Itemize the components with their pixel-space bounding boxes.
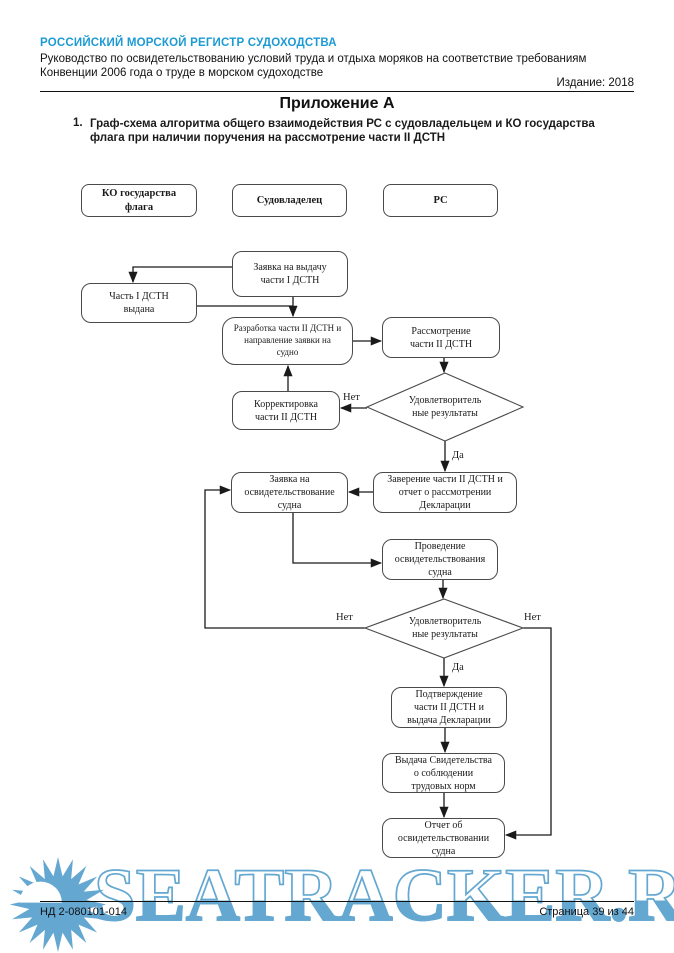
page-title: Приложение А — [279, 95, 395, 112]
node-develop-part2: Разработка части II ДСТН и направление з… — [222, 317, 353, 365]
doc-title: Руководство по освидетельствованию услов… — [40, 53, 587, 80]
lane-flag-state-org: КО государства флага — [81, 184, 197, 217]
edition-label: Издание: 2018 — [556, 77, 634, 89]
decision-2-label: Удовлетворитель ные результаты — [408, 615, 482, 641]
node-issue-certificate: Выдача Свидетельства о соблюдении трудов… — [382, 753, 505, 793]
node-part1-issued: Часть I ДСТН выдана — [81, 283, 197, 323]
edge-label-no: Нет — [336, 612, 353, 623]
org-name: РОССИЙСКИЙ МОРСКОЙ РЕГИСТР СУДОХОДСТВА — [40, 37, 337, 49]
decision-diamond-1 — [365, 372, 525, 442]
edge-label-no: Нет — [524, 612, 541, 623]
edge-label-no: Нет — [343, 392, 360, 403]
decision-diamond-2 — [363, 598, 525, 659]
node-correct-part2: Корректировка части II ДСТН — [232, 391, 340, 430]
footer-page-number: Страница 39 из 44 — [539, 906, 634, 918]
node-review-part2: Рассмотрение части II ДСТН — [382, 317, 500, 358]
node-survey-application: Заявка на освидетельствование судна — [231, 472, 348, 513]
header-divider — [40, 91, 634, 92]
lane-rs: РС — [383, 184, 498, 217]
lane-shipowner: Судовладелец — [232, 184, 347, 217]
footer-divider — [40, 901, 634, 902]
list-item: 1. Граф-схема алгоритма общего взаимодей… — [73, 117, 613, 145]
node-survey-report: Отчет об освидетельствовании судна — [382, 818, 505, 858]
node-application-part1: Заявка на выдачу части I ДСТН — [232, 251, 348, 297]
list-item-number: 1. — [73, 117, 83, 129]
node-conduct-survey: Проведение освидетельствования судна — [382, 539, 498, 580]
decision-1-label: Удовлетворитель ные результаты — [408, 394, 482, 420]
edge-label-yes: Да — [452, 662, 464, 673]
list-item-text: Граф-схема алгоритма общего взаимодейств… — [90, 118, 595, 145]
node-confirm-part2: Подтверждение части II ДСТН и выдача Дек… — [391, 687, 507, 728]
edge-label-yes: Да — [452, 450, 464, 461]
node-certify-part2-report: Заверение части II ДСТН и отчет о рассмо… — [373, 472, 517, 513]
footer-doc-number: НД 2-080101-014 — [40, 906, 127, 918]
